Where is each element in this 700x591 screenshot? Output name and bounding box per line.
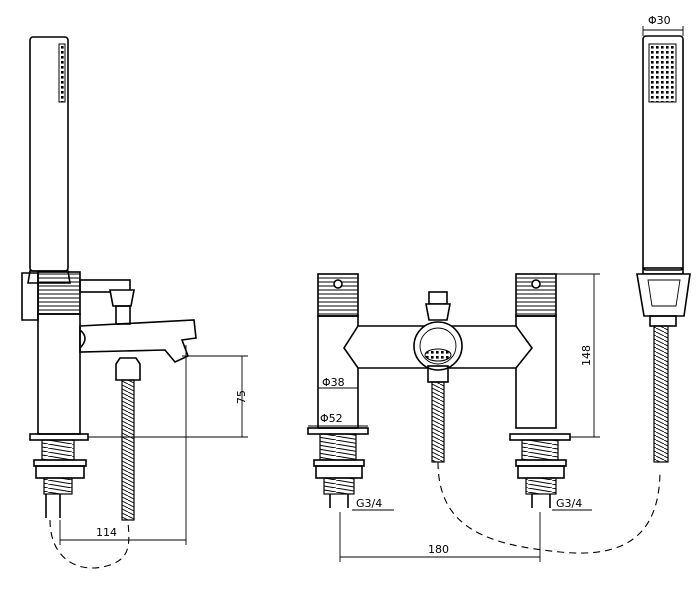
dim-height: 148 [580, 345, 593, 366]
dim-handset-diameter: Φ30 [648, 14, 671, 27]
side-handset [27, 36, 71, 284]
dim-body-diameter: Φ38 [322, 376, 345, 389]
dim-thread-left: G3/4 [356, 497, 382, 510]
dim-spout-projection: 114 [96, 526, 117, 539]
dim-base-diameter: Φ52 [320, 412, 343, 425]
side-view: 75 114 [21, 36, 248, 569]
dim-thread-right: G3/4 [556, 497, 582, 510]
handset-view: Φ30 [636, 14, 691, 463]
front-view: Φ38 Φ52 G3/4 G3/4 148 180 [307, 273, 661, 562]
dim-centres: 180 [428, 543, 449, 556]
dim-spout-height: 75 [235, 390, 248, 404]
